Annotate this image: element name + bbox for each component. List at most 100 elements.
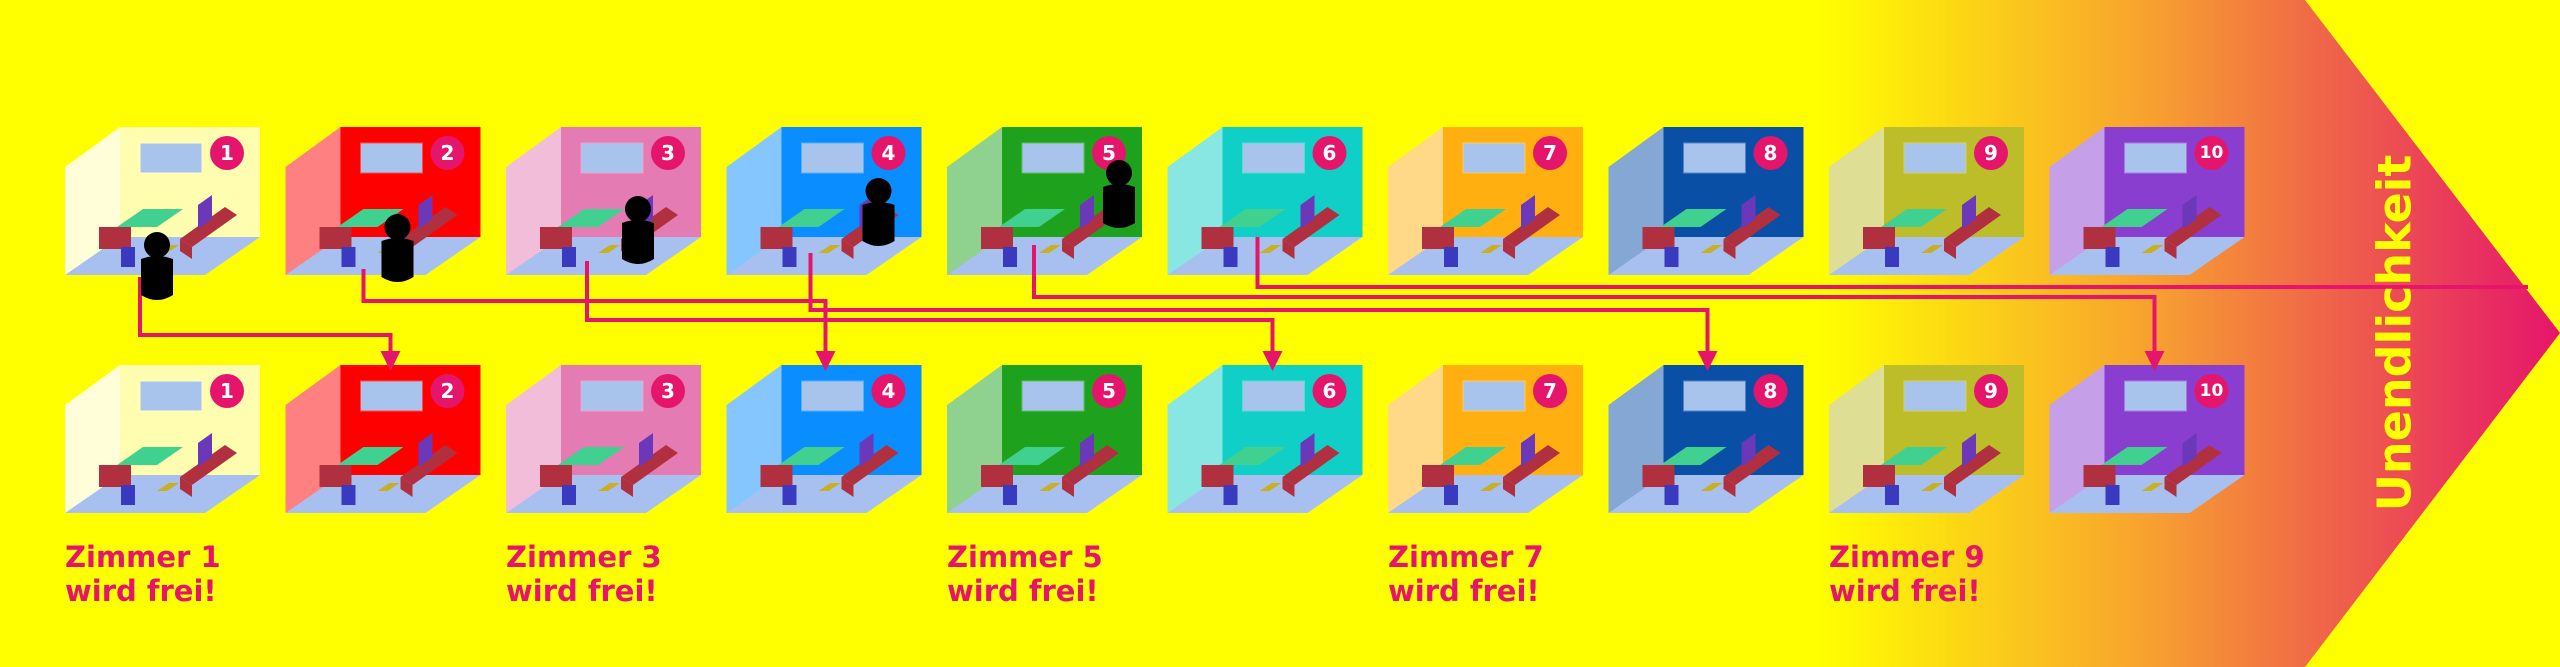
- dresser: [99, 465, 131, 487]
- bed: [1282, 445, 1340, 485]
- suitcase: [1444, 485, 1458, 505]
- guest-room-1: [141, 232, 173, 300]
- caption-line-2: wird frei!: [65, 574, 217, 608]
- bed: [2164, 445, 2222, 485]
- bed-front: [2164, 477, 2177, 497]
- rug: [1259, 483, 1282, 491]
- desk: [337, 209, 404, 227]
- rug: [1921, 245, 1943, 253]
- room-6-bottom: 6: [1167, 365, 1363, 513]
- headboard: [859, 433, 874, 467]
- suitcase: [341, 247, 356, 267]
- room-5-bottom: 5: [947, 365, 1142, 513]
- desk: [117, 447, 183, 465]
- guests-layer: [141, 160, 1135, 300]
- caption-line-2: wird frei!: [506, 574, 658, 608]
- room-number: 7: [1543, 379, 1557, 403]
- infinity-label: Unendlichkeit: [2368, 155, 2422, 512]
- suitcase: [1003, 485, 1017, 505]
- window: [139, 380, 203, 412]
- guest-room-5: [1103, 160, 1135, 228]
- window: [1242, 380, 1305, 412]
- room-number-badge: [1533, 136, 1567, 170]
- room-number-badge: [1312, 374, 1347, 408]
- bed-front: [180, 239, 192, 259]
- suitcase: [562, 247, 576, 267]
- room-number-badge: [1753, 136, 1788, 170]
- room-number: 3: [661, 141, 675, 165]
- bed-front: [1723, 477, 1736, 497]
- dresser: [540, 227, 572, 249]
- room-number: 7: [1543, 141, 1557, 165]
- desk: [117, 209, 183, 227]
- room-number: 4: [882, 141, 896, 165]
- window: [1242, 142, 1305, 174]
- room-4-bottom: 4: [726, 365, 922, 513]
- room-number: 5: [1102, 379, 1116, 403]
- headboard: [2182, 433, 2197, 467]
- room-number-badge: [2194, 374, 2229, 408]
- dresser: [1863, 465, 1895, 487]
- desk: [778, 209, 845, 227]
- window: [580, 142, 644, 174]
- caption-line-2: wird frei!: [947, 574, 1099, 608]
- rug: [1480, 245, 1502, 253]
- suitcase: [782, 485, 797, 505]
- room-number-badge: [210, 374, 244, 408]
- window: [360, 142, 423, 174]
- bed: [1282, 207, 1340, 247]
- room-4-top: 4: [726, 127, 922, 275]
- dresser: [319, 227, 352, 249]
- room-number-badge: [430, 136, 465, 170]
- move-arrow-2-to-4: [361, 269, 836, 371]
- headboard: [1962, 195, 1976, 229]
- bed-front: [1944, 239, 1956, 259]
- suitcase: [2105, 485, 2120, 505]
- rug: [598, 245, 620, 253]
- desk: [999, 209, 1065, 227]
- room-number: 6: [1323, 141, 1337, 165]
- bed: [1503, 207, 1560, 247]
- room-number: 2: [441, 379, 455, 403]
- suitcase: [1223, 485, 1238, 505]
- room-number: 10: [2200, 381, 2224, 401]
- window: [1683, 380, 1746, 412]
- desk: [337, 447, 404, 465]
- window: [1683, 142, 1746, 174]
- desk: [558, 209, 624, 227]
- room-number-badge: [1092, 374, 1126, 408]
- room-number-badge: [1974, 136, 2008, 170]
- suitcase: [2105, 247, 2120, 267]
- rug: [157, 483, 179, 491]
- move-arrow-5-to-10: [1032, 245, 2165, 371]
- room-7-top: 7: [1388, 127, 1583, 275]
- bed-front: [841, 239, 854, 259]
- room-number: 4: [882, 379, 896, 403]
- bed-front: [1503, 239, 1515, 259]
- room-number: 10: [2200, 143, 2224, 163]
- bed-front: [1282, 477, 1295, 497]
- dresser: [540, 465, 572, 487]
- headboard: [418, 433, 433, 467]
- window: [1903, 142, 1967, 174]
- dresser: [1201, 227, 1234, 249]
- window: [801, 380, 864, 412]
- room-number: 6: [1323, 379, 1337, 403]
- desk: [1881, 209, 1947, 227]
- bed: [1062, 445, 1119, 485]
- rug: [818, 245, 841, 253]
- headboard: [639, 433, 653, 467]
- headboard: [198, 433, 212, 467]
- bed-front: [841, 477, 854, 497]
- bed: [841, 445, 899, 485]
- headboard: [2182, 195, 2197, 229]
- rug: [2141, 483, 2164, 491]
- dresser: [1422, 227, 1454, 249]
- headboard: [1300, 433, 1315, 467]
- bed-front: [1062, 239, 1074, 259]
- bed: [180, 445, 237, 485]
- room-10-top: 10: [2049, 127, 2245, 275]
